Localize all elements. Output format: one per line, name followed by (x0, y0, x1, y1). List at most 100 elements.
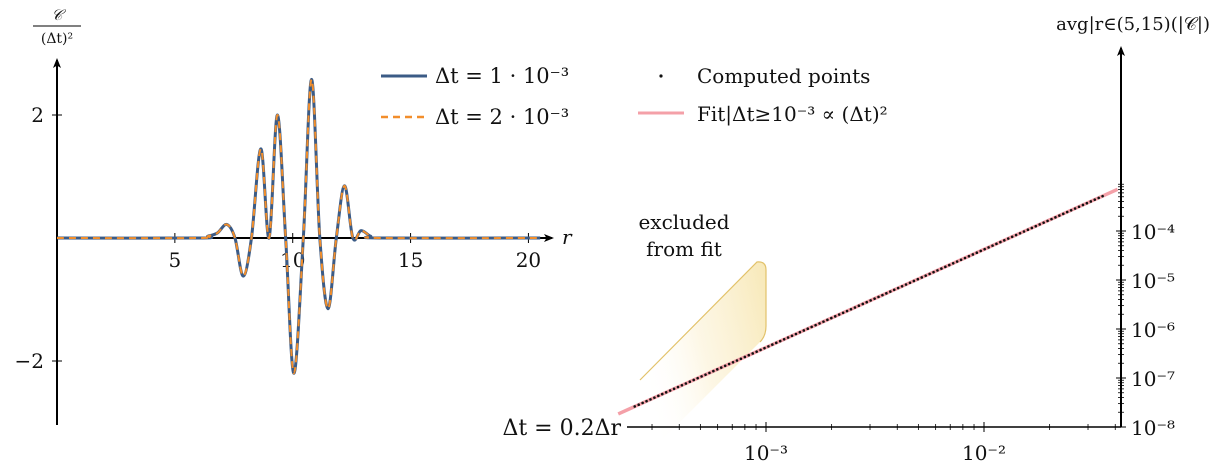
computed-point (1034, 224, 1038, 228)
computed-point (822, 320, 825, 323)
computed-point (759, 348, 762, 352)
computed-point (672, 387, 676, 391)
computed-point (900, 284, 904, 288)
legend-label-dt-2e-3: Δt = 2 · 10⁻³ (435, 105, 569, 129)
computed-point (1058, 214, 1061, 217)
computed-point (739, 357, 743, 361)
computed-point (908, 281, 912, 285)
computed-point (763, 346, 766, 350)
computed-point (712, 369, 715, 373)
computed-point (924, 274, 927, 277)
right-y-tick-label-3: 10⁻⁵ (1131, 269, 1175, 293)
computed-point (967, 254, 971, 258)
computed-point (845, 309, 849, 313)
computed-point (1085, 201, 1089, 205)
computed-point (794, 332, 798, 336)
computed-point (802, 329, 806, 332)
computed-point (865, 300, 869, 304)
computed-point (692, 378, 696, 382)
computed-point (818, 322, 821, 325)
computed-point (778, 339, 782, 343)
computed-point (857, 304, 861, 308)
computed-point (1003, 239, 1006, 242)
computed-point (723, 364, 727, 368)
right-x-tick-label-1: 10⁻² (962, 441, 1006, 465)
right-y-axis-label: avg|r∈(5,15)(|𝒞|) (1056, 14, 1210, 35)
computed-point (696, 376, 699, 380)
computed-point (684, 382, 688, 385)
computed-point (916, 277, 920, 281)
computed-point (881, 293, 884, 297)
excluded-region-border (639, 261, 767, 381)
left-x-axis-label: r (562, 225, 573, 249)
right-x-tick-label-0: 10⁻³ (744, 441, 788, 465)
series-line-dt-2e-3 (56, 78, 541, 375)
right-chart: excluded from fit avg|r∈(5,15)(|𝒞|) 10⁻³… (502, 14, 1210, 465)
legend-label-fit: Fit|Δt≥10⁻³ ∝ (Δt)² (697, 102, 888, 127)
computed-point (936, 269, 939, 272)
right-y-tick-label-4: 10⁻⁴ (1131, 220, 1175, 244)
computed-point (932, 270, 935, 274)
computed-point (971, 253, 975, 256)
computed-point (657, 394, 660, 398)
legend-marker-computed-points (659, 74, 663, 78)
computed-point (928, 272, 931, 276)
computed-point (955, 260, 959, 263)
computed-point (664, 391, 668, 394)
computed-point (889, 290, 892, 293)
computed-point (833, 315, 837, 318)
left-y-label-denominator: (Δt)² (41, 31, 73, 47)
left-y-label-numerator: 𝒞 (52, 6, 67, 24)
computed-point (826, 318, 829, 322)
computed-point (716, 368, 719, 371)
computed-point (814, 323, 817, 327)
computed-point (751, 352, 754, 355)
computed-point (735, 359, 739, 362)
computed-point (1069, 208, 1073, 212)
right-y-tick-label-2: 10⁻⁶ (1131, 318, 1175, 342)
computed-point (1014, 233, 1018, 237)
computed-point (912, 279, 916, 283)
computed-point (1006, 237, 1010, 240)
computed-points (633, 194, 1104, 408)
computed-point (786, 336, 790, 339)
computed-point (861, 302, 865, 306)
left-x-tick-label-5: 5 (168, 248, 181, 272)
computed-point (963, 256, 967, 260)
computed-point (755, 350, 758, 353)
computed-point (979, 249, 983, 253)
computed-point (841, 311, 845, 315)
computed-point (1065, 210, 1069, 214)
computed-point (774, 341, 778, 345)
computed-point (830, 316, 833, 320)
left-y-tick-label-2: 2 (31, 103, 44, 127)
computed-point (806, 327, 810, 331)
computed-point (904, 283, 908, 286)
legend-label-dt-1e-3: Δt = 1 · 10⁻³ (435, 64, 569, 88)
computed-point (767, 345, 770, 348)
computed-point (1030, 226, 1034, 230)
reference-label: Δt = 0.2Δr (502, 416, 621, 441)
computed-point (999, 240, 1002, 244)
computed-point (1081, 203, 1085, 207)
computed-point (810, 325, 813, 329)
computed-point (704, 373, 707, 376)
computed-point (660, 392, 664, 396)
computed-point (1026, 228, 1030, 232)
computed-point (873, 297, 876, 300)
excluded-region (630, 261, 766, 462)
computed-point (995, 242, 998, 246)
computed-point (782, 338, 786, 341)
computed-point (676, 385, 680, 389)
computed-point (633, 405, 637, 408)
legend-label-computed-points: Computed points (697, 64, 870, 88)
computed-point (727, 362, 731, 366)
computed-point (680, 383, 684, 387)
computed-point (1046, 219, 1049, 223)
computed-point (983, 247, 986, 251)
computed-point (771, 343, 774, 346)
computed-point (991, 244, 994, 247)
